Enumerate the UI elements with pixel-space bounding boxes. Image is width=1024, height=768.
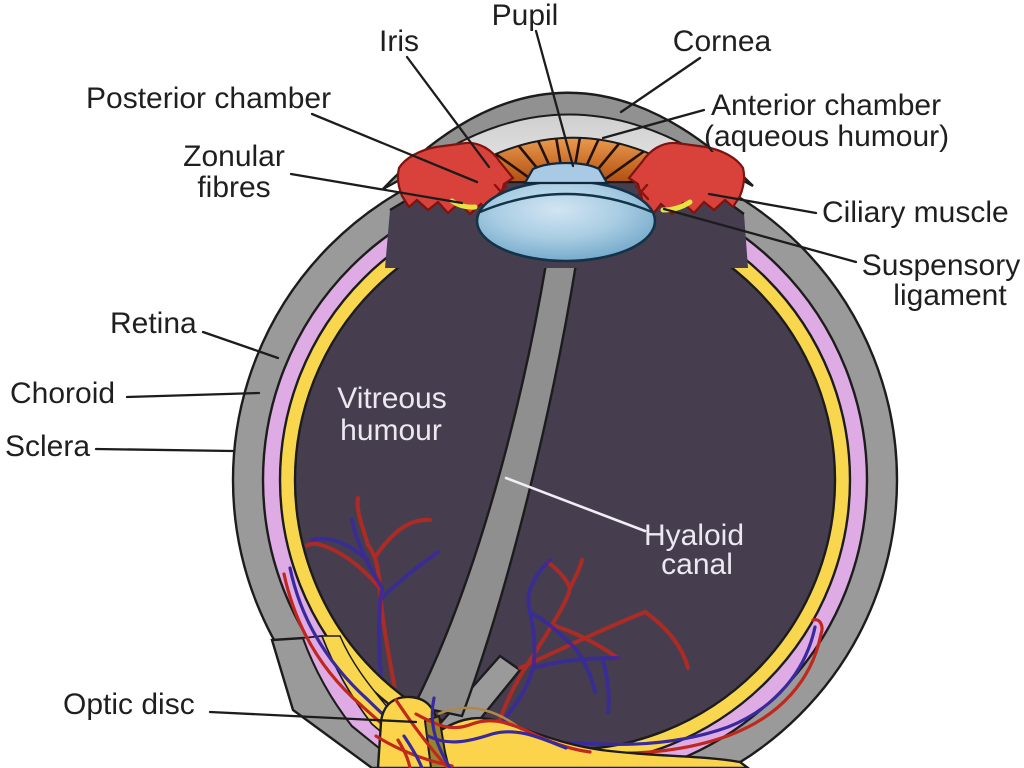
label-vitreous-humour-line2: humour — [340, 414, 442, 447]
leader-sclera — [94, 447, 235, 453]
label-cornea: Cornea — [673, 25, 772, 58]
leader-ciliary-muscle — [707, 192, 818, 215]
labels: Pupil Iris Cornea Posterior chamber Zonu… — [5, 0, 1020, 721]
label-suspensory-ligament-line1: Suspensory — [862, 249, 1020, 282]
eyeball-globe — [231, 146, 899, 768]
label-sclera: Sclera — [5, 430, 90, 463]
leader-cornea — [619, 56, 702, 114]
label-pupil: Pupil — [492, 0, 559, 32]
label-retina: Retina — [110, 307, 197, 340]
leader-posterior-chamber — [310, 112, 479, 184]
lens-anterior-line — [479, 192, 653, 214]
label-vitreous-humour-line1: Vitreous — [337, 382, 447, 415]
label-zonular-fibres-line1: Zonular — [183, 140, 285, 173]
hyaloid-canal-shape — [412, 262, 578, 718]
label-choroid: Choroid — [10, 377, 115, 410]
optic-disc-vessels — [374, 696, 592, 768]
label-iris: Iris — [379, 25, 419, 58]
label-optic-disc: Optic disc — [63, 688, 195, 721]
leader-iris — [405, 55, 491, 169]
label-posterior-chamber: Posterior chamber — [86, 82, 331, 115]
sheath-white-notch — [110, 600, 372, 768]
leader-pupil — [534, 29, 575, 168]
blue-disc-vessels — [402, 696, 568, 768]
label-anterior-chamber-line2: (aqueous humour) — [704, 120, 949, 153]
label-suspensory-ligament-line2: ligament — [893, 279, 1007, 312]
leader-lines — [94, 29, 858, 724]
leader-choroid — [125, 391, 261, 399]
label-anterior-chamber-line1: Anterior chamber — [711, 89, 941, 122]
leader-zonular-fibres — [289, 172, 464, 205]
label-hyaloid-canal-line2: canal — [661, 548, 733, 581]
optic-nerve-sheath — [110, 600, 522, 768]
leader-optic-disc — [208, 710, 418, 724]
label-ciliary-muscle: Ciliary muscle — [822, 196, 1009, 229]
leader-anterior-chamber — [601, 108, 706, 140]
anterior-segment — [382, 91, 754, 268]
leader-suspensory-ligament — [662, 207, 858, 264]
leader-hyaloid-canal — [504, 476, 647, 533]
label-hyaloid-canal-line1: Hyaloid — [644, 519, 744, 552]
pupil-shape — [523, 161, 609, 185]
leader-retina — [201, 330, 280, 360]
label-zonular-fibres-line2: fibres — [197, 171, 270, 204]
